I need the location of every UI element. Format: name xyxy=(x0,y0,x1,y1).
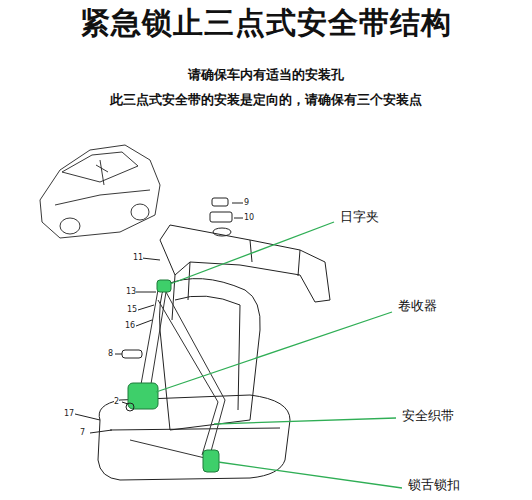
subtitle-note: 此三点式安全带的安装是定向的，请确保有三个安装点 xyxy=(110,93,422,108)
callout-number: 11 xyxy=(133,253,143,262)
car-sketch xyxy=(40,145,160,238)
b-pillar xyxy=(160,225,330,320)
diagram-title: 紧急锁止三点式安全带结构 xyxy=(80,6,452,41)
callout-number: 9 xyxy=(244,198,249,207)
part-name: 锁舌锁扣 xyxy=(406,478,462,493)
leader-lines xyxy=(156,222,402,488)
callout-number: 8 xyxy=(108,349,113,358)
callout-number: 15 xyxy=(127,305,137,314)
callout-number: 7 xyxy=(80,428,85,437)
part-name: 安全织带 xyxy=(400,409,456,424)
callout-number: 16 xyxy=(125,321,135,330)
part-name: 卷收器 xyxy=(396,299,439,314)
callout-number: 10 xyxy=(244,213,254,222)
part-name: 日字夹 xyxy=(338,210,381,225)
subtitle-note: 请确保车内有适当的安装孔 xyxy=(188,68,344,83)
anchor-parts xyxy=(210,198,243,236)
callout-number: 13 xyxy=(126,287,136,296)
small-parts xyxy=(75,258,160,433)
callout-number: 2 xyxy=(114,397,119,406)
callout-number: 17 xyxy=(64,409,74,418)
